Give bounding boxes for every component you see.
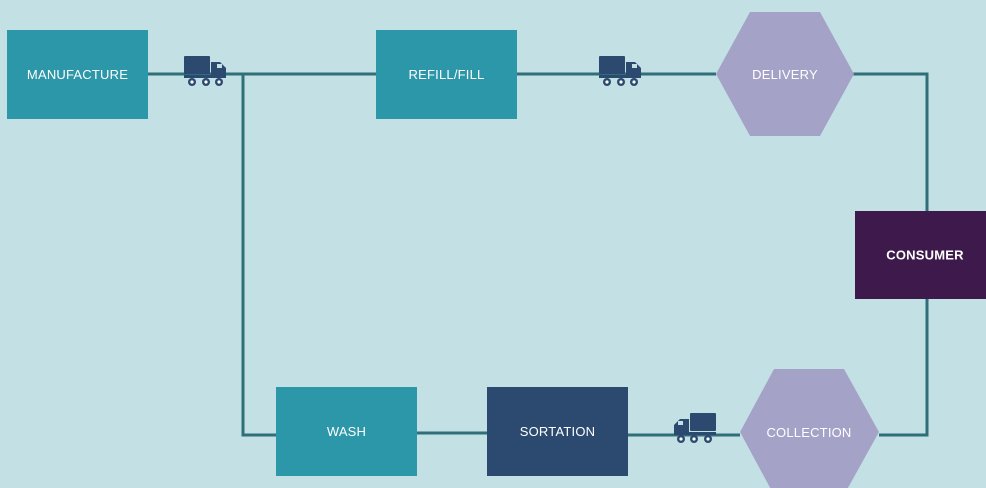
connector-wash-to-manufacture [241,74,276,437]
wash-label: WASH [327,424,366,439]
delivery-label: DELIVERY [752,67,818,82]
connector-consumer-to-collection [879,299,929,437]
wash-box [276,387,417,476]
node-refill-fill: REFILL/FILL [376,30,517,119]
collection-hexagon [740,369,879,488]
refill-fill-label: REFILL/FILL [409,67,485,82]
sortation-label: SORTATION [520,424,595,439]
connector-delivery-to-consumer [853,72,929,211]
node-sortation: SORTATION [487,387,628,476]
node-manufacture: MANUFACTURE [7,30,148,119]
manufacture-label: MANUFACTURE [27,67,128,82]
consumer-box [855,211,986,299]
node-delivery: DELIVERY [716,12,854,136]
node-collection: COLLECTION [740,369,879,488]
sortation-box [487,387,628,476]
delivery-hexagon [716,12,854,136]
collection-label: COLLECTION [766,425,851,440]
manufacture-box [7,30,148,119]
refill-fill-box [376,30,517,119]
consumer-label: CONSUMER [886,248,964,263]
node-consumer: CONSUMER [855,211,986,299]
node-wash: WASH [276,387,417,476]
